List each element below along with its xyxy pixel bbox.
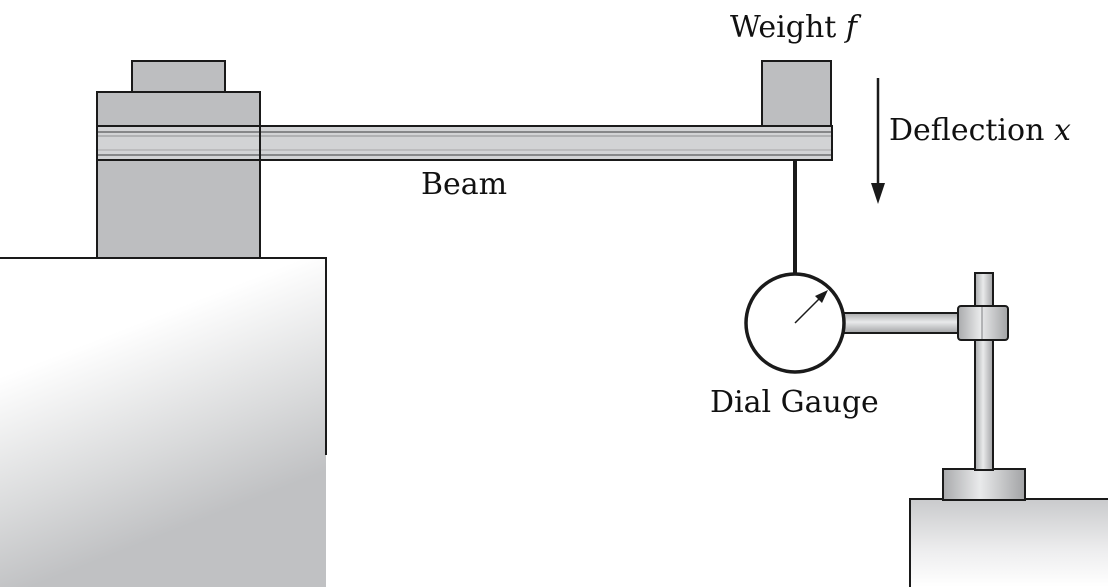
weight-variable: f — [844, 10, 862, 45]
gauge-stand — [839, 272, 1026, 501]
dial-gauge-label: Dial Gauge — [710, 385, 879, 420]
weight-label-text: Weight — [730, 10, 836, 45]
beam-support-clamp — [96, 60, 261, 259]
deflection-arrow-icon — [871, 78, 885, 204]
beam-label: Beam — [421, 167, 507, 202]
left-ground — [0, 257, 327, 587]
beam — [96, 125, 833, 161]
deflection-label-text: Deflection — [889, 113, 1044, 148]
right-ground — [909, 498, 1108, 587]
deflection-variable: x — [1054, 113, 1071, 148]
dial-gauge — [744, 272, 846, 374]
weight-label: Weight f — [730, 10, 862, 45]
deflection-label: Deflection x — [889, 113, 1071, 148]
gauge-needle-icon — [815, 290, 828, 303]
weight-block — [761, 60, 832, 127]
